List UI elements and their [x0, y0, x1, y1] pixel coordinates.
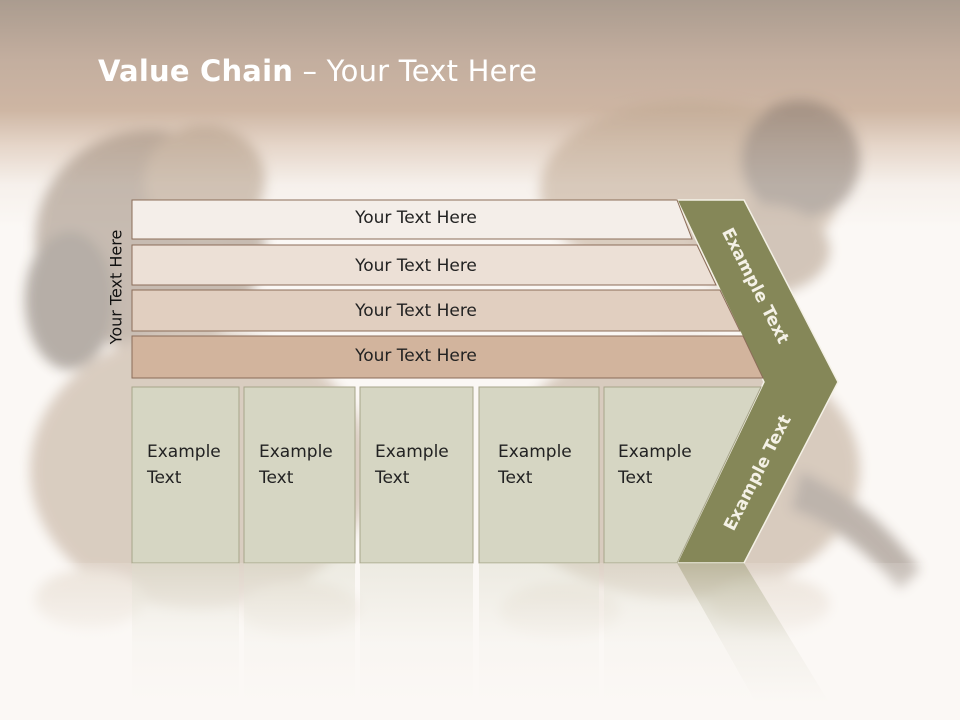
- activity-cell-5-line2: Text: [618, 468, 653, 488]
- reflection-fade: [0, 563, 960, 720]
- page-title: Value Chain – Your Text Here: [98, 54, 537, 88]
- activity-cell-1-line1: Example: [147, 442, 221, 462]
- support-bar-4-label: Your Text Here: [355, 346, 477, 366]
- activity-cell-4: [478, 386, 600, 564]
- activity-cell-4-line2: Text: [498, 468, 533, 488]
- activity-cell-3-line1: Example: [375, 442, 449, 462]
- support-bar-3-label: Your Text Here: [355, 301, 477, 321]
- side-label-text: Your Text Here: [106, 229, 126, 345]
- support-bar-1: [131, 199, 693, 240]
- support-bar-4: [131, 335, 764, 379]
- activity-cell-2-line2: Text: [259, 468, 294, 488]
- title-rest: – Your Text Here: [293, 54, 538, 88]
- support-bar-3: [131, 289, 741, 332]
- activity-cell-5-line1: Example: [618, 442, 692, 462]
- activity-cell-4-line1: Example: [498, 442, 572, 462]
- activity-cell-2: [243, 386, 356, 564]
- activity-cell-2-line1: Example: [259, 442, 333, 462]
- activity-cell-3-line2: Text: [375, 468, 410, 488]
- support-bar-1-label: Your Text Here: [355, 208, 477, 228]
- activity-cell-1-line2: Text: [147, 468, 182, 488]
- activity-cell-3: [359, 386, 474, 564]
- title-bold: Value Chain: [98, 54, 294, 88]
- support-bar-2: [131, 244, 717, 286]
- support-bar-2-label: Your Text Here: [355, 256, 477, 276]
